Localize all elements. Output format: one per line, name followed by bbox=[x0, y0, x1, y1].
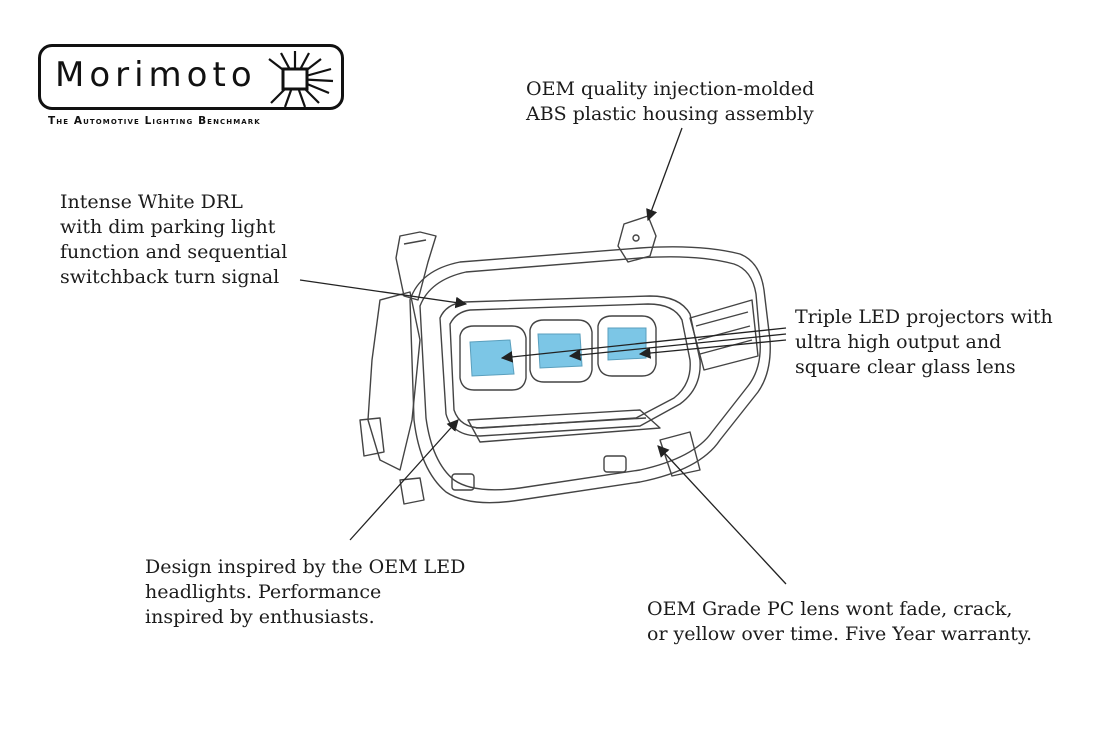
callout-housing: OEM quality injection-molded ABS plastic… bbox=[526, 77, 814, 127]
logo-wordmark: Morimoto bbox=[55, 55, 257, 95]
arrow-drl bbox=[299, 279, 468, 309]
callout-drl: Intense White DRL with dim parking light… bbox=[60, 190, 287, 290]
sunburst-icon bbox=[268, 51, 334, 108]
arrow-projector-2 bbox=[568, 333, 787, 361]
callout-design: Design inspired by the OEM LED headlight… bbox=[145, 555, 465, 630]
callout-line: Design inspired by the OEM LED bbox=[145, 556, 466, 578]
callout-line: Intense White DRL bbox=[60, 191, 243, 213]
morimoto-logo: Morimoto bbox=[38, 44, 344, 110]
callout-lens: OEM Grade PC lens wont fade, crack, or y… bbox=[647, 597, 1032, 647]
logo-tagline: The Automotive Lighting Benchmark bbox=[48, 115, 261, 127]
arrow-design bbox=[349, 419, 459, 541]
callout-line: function and sequential bbox=[60, 241, 288, 263]
callout-arrows bbox=[299, 127, 787, 585]
callout-line: headlights. Performance bbox=[145, 581, 382, 603]
projector-lens-1 bbox=[469, 339, 515, 377]
callout-line: square clear glass lens bbox=[795, 356, 1016, 378]
arrow-lens bbox=[657, 445, 787, 585]
projector-lens-2 bbox=[537, 333, 583, 369]
callout-projectors: Triple LED projectors with ultra high ou… bbox=[795, 305, 1053, 380]
callout-line: or yellow over time. Five Year warranty. bbox=[647, 623, 1033, 645]
callout-line: OEM quality injection-molded bbox=[526, 78, 815, 100]
callout-line: ABS plastic housing assembly bbox=[526, 103, 814, 125]
projector-housings bbox=[459, 315, 657, 391]
callout-line: Triple LED projectors with bbox=[795, 306, 1053, 328]
callout-line: ultra high output and bbox=[795, 331, 1002, 353]
arrow-housing bbox=[646, 127, 683, 222]
callout-line: with dim parking light bbox=[60, 216, 276, 238]
callout-line: OEM Grade PC lens wont fade, crack, bbox=[647, 598, 1013, 620]
arrow-projector-1 bbox=[500, 327, 787, 363]
callout-line: inspired by enthusiasts. bbox=[145, 606, 375, 628]
callout-line: switchback turn signal bbox=[60, 266, 280, 288]
arrow-projector-3 bbox=[638, 339, 787, 359]
